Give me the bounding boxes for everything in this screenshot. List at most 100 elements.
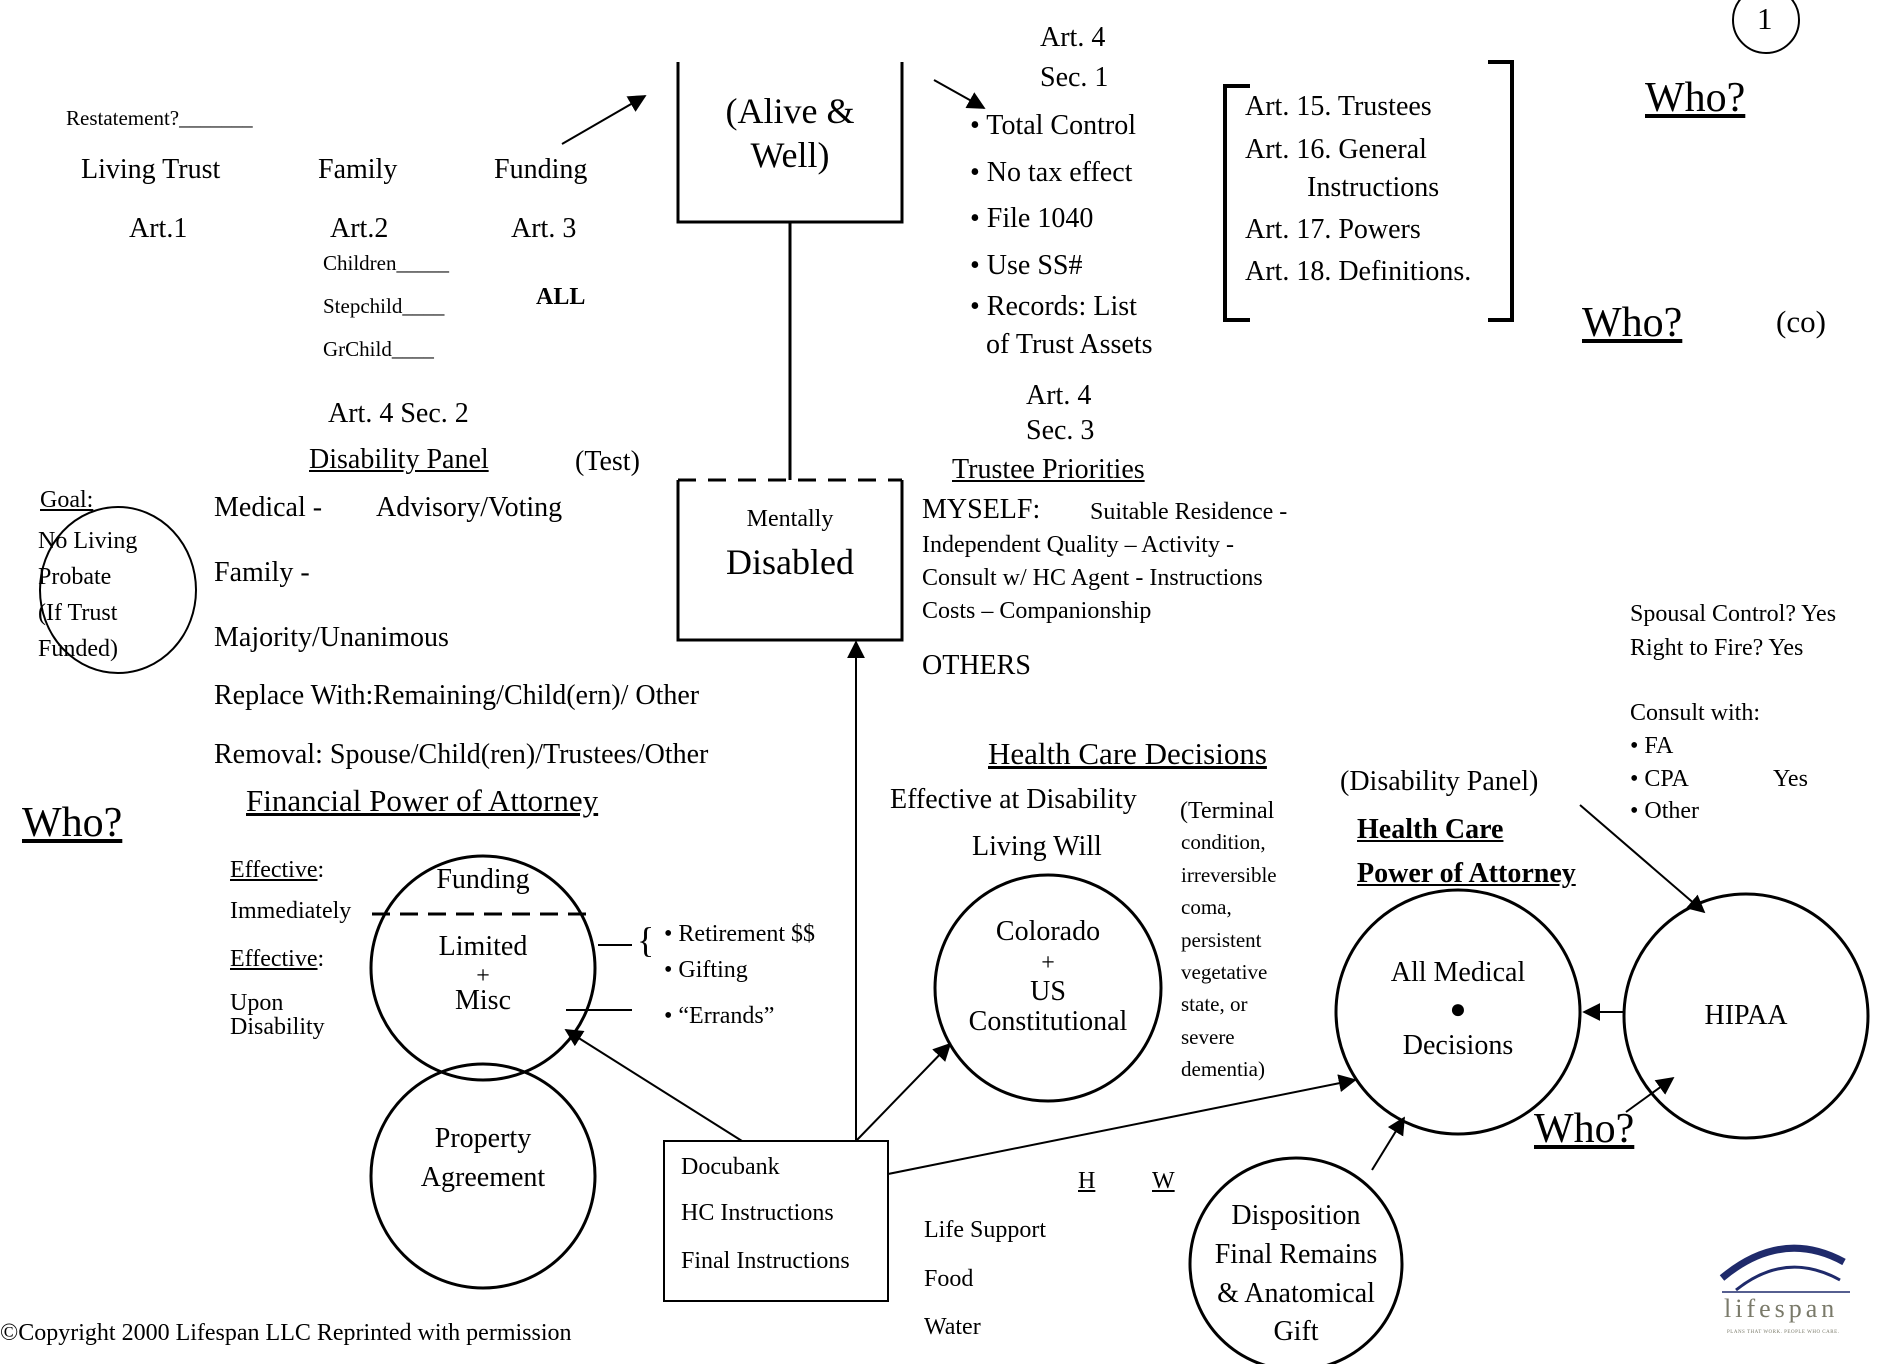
children-line: Children_____	[323, 251, 449, 275]
hcd-living-will: Living Will	[972, 831, 1102, 862]
trustee-priorities-title: Trustee Priorities	[952, 454, 1145, 485]
fpoa-upon: Upon	[230, 990, 284, 1016]
grchild-line: GrChild____	[323, 337, 434, 361]
copyright-notice: ©Copyright 2000 Lifespan LLC Reprinted w…	[0, 1320, 572, 1346]
myself-label: MYSELF:	[922, 494, 1041, 525]
fpoa-title: Financial Power of Attorney	[246, 783, 599, 818]
docubank-box	[663, 1140, 889, 1302]
property-line2: Agreement	[420, 1162, 546, 1193]
bracket-art18: Art. 18. Definitions.	[1245, 256, 1472, 287]
bracket-art17: Art. 17. Powers	[1245, 214, 1421, 245]
arrow-funding-alive	[561, 95, 647, 145]
docubank-line3: Final Instructions	[681, 1248, 850, 1274]
all-label: ALL	[536, 284, 586, 310]
disposition-line2: Final Remains	[1214, 1239, 1378, 1270]
colorado-circle	[933, 873, 1163, 1103]
colorado-line1: Colorado	[995, 916, 1101, 947]
art4-sec3-sec: Sec. 3	[1026, 415, 1095, 446]
goal-line2: Probate	[38, 564, 112, 590]
fpoa-effective-1: Effective:	[230, 857, 325, 883]
fpoa-circle	[369, 854, 597, 1082]
fpoa-bullet-gifting: • Gifting	[664, 957, 748, 983]
disposition-line1: Disposition	[1231, 1200, 1361, 1231]
co-label: (co)	[1776, 304, 1826, 339]
lifespan-logo	[1719, 1244, 1850, 1293]
disposition-line4: Gift	[1273, 1316, 1319, 1347]
consult-cpa-yes: Yes	[1773, 766, 1808, 792]
terminal-line1: (Terminal	[1180, 798, 1275, 824]
disabled-line1: Mentally	[746, 506, 834, 532]
logo-tagline: PLANS THAT WORK. PEOPLE WHO CARE.	[1727, 1330, 1840, 1335]
priorities-line2: Independent Quality – Activity -	[922, 532, 1234, 558]
art4-item-3: • File 1040	[970, 203, 1094, 234]
restatement-label: Restatement?_______	[66, 106, 253, 130]
family-label: Family -	[214, 557, 310, 588]
life-support-water: Water	[924, 1314, 981, 1340]
art4-item-2: • No tax effect	[970, 157, 1133, 188]
who-left: Who?	[22, 800, 123, 846]
art4-item-1: • Total Control	[970, 110, 1136, 141]
fpoa-effective-2: Effective:	[230, 946, 325, 972]
art4-item-4: • Use SS#	[970, 250, 1083, 281]
alive-line1: (Alive &	[725, 91, 855, 131]
advisory-label: Advisory/Voting	[376, 492, 563, 523]
all-medical-line1: All Medical	[1390, 957, 1526, 988]
test-label: (Test)	[575, 446, 640, 477]
disabled-line2: Disabled	[726, 542, 854, 582]
priorities-line1: Suitable Residence -	[1090, 499, 1288, 525]
consult-cpa: • CPA	[1630, 766, 1689, 792]
fpoa-bullet-errands: • “Errands”	[664, 1003, 775, 1029]
hcpoa-title1: Health Care	[1357, 814, 1504, 845]
disposition-circle	[1188, 1156, 1404, 1364]
who-top-right: Who?	[1645, 75, 1746, 121]
who-bottom: Who?	[1534, 1106, 1635, 1152]
terminal-line9: dementia)	[1181, 1057, 1265, 1081]
fpoa-circle-funding: Funding	[436, 864, 530, 895]
fpoa-brace: {	[637, 920, 655, 960]
art4-sec1-sec: Sec. 1	[1040, 62, 1109, 93]
terminal-line8: severe	[1181, 1025, 1235, 1049]
priorities-line3: Consult w/ HC Agent - Instructions	[922, 565, 1263, 591]
page-number-circle	[1732, 0, 1800, 54]
medical-label: Medical -	[214, 492, 323, 523]
fpoa-immediately: Immediately	[230, 898, 352, 924]
colorado-constitutional: Constitutional	[968, 1006, 1128, 1037]
terminal-line2: condition,	[1181, 830, 1266, 854]
bracket-right	[1488, 60, 1514, 322]
docubank-line2: HC Instructions	[681, 1200, 834, 1226]
bracket-art16-cont: Instructions	[1307, 172, 1440, 203]
terminal-line7: state, or	[1181, 992, 1248, 1016]
fpoa-bullet-retirement: • Retirement $$	[664, 921, 816, 947]
hcpoa-panel: (Disability Panel)	[1340, 766, 1539, 797]
goal-line4: Funded)	[38, 636, 118, 662]
art4-sec3-art: Art. 4	[1026, 380, 1092, 411]
hcd-title: Health Care Decisions	[988, 736, 1267, 771]
all-medical-circle	[1334, 888, 1582, 1136]
terminal-line3: irreversible	[1181, 863, 1277, 887]
removal-label: Removal: Spouse/Child(ren)/Trustees/Othe…	[214, 739, 709, 770]
bracket-art16: Art. 16. General	[1245, 134, 1427, 165]
bracket-left	[1223, 84, 1250, 322]
hcd-effective: Effective at Disability	[890, 784, 1137, 815]
art3-label: Art. 3	[511, 213, 577, 244]
family-title: Family	[318, 154, 398, 185]
page-number: 1	[1757, 1, 1773, 36]
property-line1: Property	[434, 1123, 532, 1154]
life-support-h: H	[1078, 1168, 1096, 1194]
art4-item-5: • Records: List	[970, 291, 1137, 322]
arrow-alive-art4	[933, 79, 986, 109]
colorado-us: US	[1030, 976, 1066, 1007]
consult-other: • Other	[1630, 798, 1700, 824]
others-label: OTHERS	[922, 650, 1031, 681]
hipaa-label: HIPAA	[1704, 1000, 1788, 1031]
art2-label: Art.2	[330, 213, 389, 244]
who-mid-right: Who?	[1582, 300, 1683, 346]
art1-label: Art.1	[129, 213, 188, 244]
fpoa-circle-misc: Misc	[455, 985, 511, 1016]
disposition-line3: & Anatomical	[1217, 1278, 1375, 1309]
living-trust-title: Living Trust	[81, 154, 221, 185]
fpoa-circle-plus: +	[476, 963, 490, 989]
bracket-art15: Art. 15. Trustees	[1245, 91, 1432, 122]
goal-line1: No Living	[38, 528, 138, 554]
